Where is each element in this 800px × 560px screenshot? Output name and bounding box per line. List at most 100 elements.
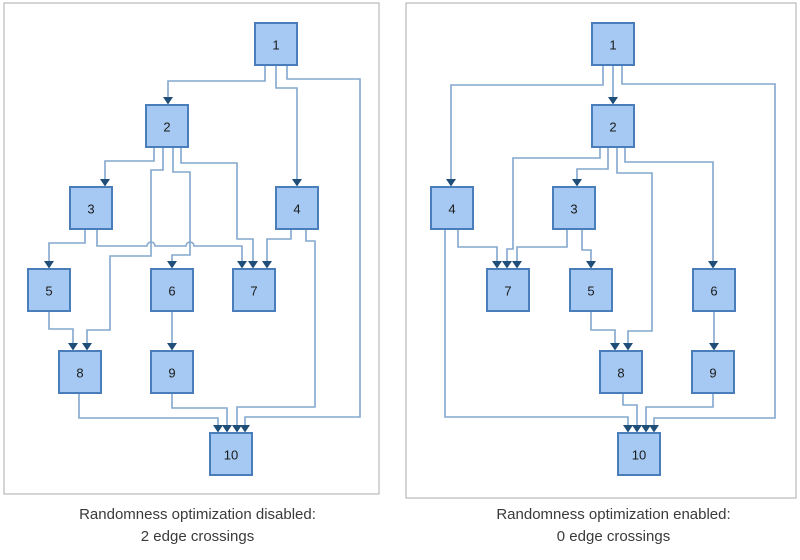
arrowhead-1-2: [163, 97, 173, 105]
arrowhead-2-7: [248, 261, 258, 269]
caption-enabled-line2: 0 edge crossings: [556, 528, 671, 545]
node-disabled-4[interactable]: 4: [275, 186, 319, 230]
node-disabled-6-box[interactable]: [150, 268, 194, 312]
arrowhead-2-6: [167, 261, 177, 269]
edge-2-6-line: [171, 147, 191, 262]
arrowhead-1-2: [608, 97, 618, 105]
arrowhead-2-7: [502, 261, 512, 269]
node-disabled-7[interactable]: 7: [232, 268, 276, 312]
node-disabled-3-label: 3: [87, 202, 94, 217]
edge-6-9: [709, 311, 719, 351]
arrowhead-1-10: [240, 425, 250, 433]
node-enabled-6-box[interactable]: [692, 268, 736, 312]
node-disabled-9[interactable]: 9: [150, 350, 194, 394]
edge-5-8-line: [48, 311, 74, 344]
node-enabled-4[interactable]: 4: [430, 186, 474, 230]
node-disabled-2-box[interactable]: [145, 104, 189, 148]
node-enabled-8[interactable]: 8: [599, 350, 643, 394]
edge-4-7-line: [457, 229, 498, 262]
edge-1-4: [446, 65, 604, 187]
node-enabled-9-box[interactable]: [691, 350, 735, 394]
arrowhead-4-10: [623, 425, 633, 433]
node-enabled-6[interactable]: 6: [692, 268, 736, 312]
edge-2-3-line: [104, 147, 155, 180]
node-disabled-4-box[interactable]: [275, 186, 319, 230]
edge-1-2: [163, 65, 266, 105]
node-disabled-5-label: 5: [45, 284, 52, 299]
node-disabled-1[interactable]: 1: [254, 22, 298, 66]
arrowhead-5-8: [610, 343, 620, 351]
edge-9-10: [171, 393, 232, 433]
node-enabled-8-box[interactable]: [599, 350, 643, 394]
caption-enabled-line1: Randomness optimization enabled:: [496, 506, 731, 523]
arrowhead-4-7: [262, 261, 272, 269]
edge-2-6-line: [624, 147, 714, 262]
node-disabled-10-box[interactable]: [209, 432, 253, 476]
edge-9-10-line: [645, 393, 714, 426]
node-disabled-3-box[interactable]: [69, 186, 113, 230]
node-enabled-3-label: 3: [570, 202, 577, 217]
arrowhead-2-3: [100, 179, 110, 187]
edge-1-4-line: [275, 65, 298, 180]
edge-1-10: [240, 65, 361, 433]
edge-2-8-line: [86, 147, 164, 344]
node-enabled-5[interactable]: 5: [569, 268, 613, 312]
edge-2-7: [502, 147, 601, 269]
node-disabled-9-label: 9: [168, 366, 175, 381]
node-enabled-10-box[interactable]: [617, 432, 661, 476]
node-disabled-5[interactable]: 5: [27, 268, 71, 312]
node-disabled-6-label: 6: [168, 284, 175, 299]
edge-4-10-line: [444, 229, 629, 426]
node-enabled-1-box[interactable]: [591, 22, 635, 66]
node-enabled-1[interactable]: 1: [591, 22, 635, 66]
arrowhead-3-5: [586, 261, 596, 269]
edge-1-10-line: [244, 65, 361, 426]
node-disabled-8[interactable]: 8: [58, 350, 102, 394]
node-enabled-2[interactable]: 2: [591, 104, 635, 148]
node-enabled-5-box[interactable]: [569, 268, 613, 312]
node-disabled-10[interactable]: 10: [209, 432, 253, 476]
node-enabled-7-box[interactable]: [486, 268, 530, 312]
node-enabled-9[interactable]: 9: [691, 350, 735, 394]
node-enabled-3[interactable]: 3: [552, 186, 596, 230]
edge-1-4: [275, 65, 302, 187]
edge-8-10: [622, 393, 642, 433]
node-enabled-3-box[interactable]: [552, 186, 596, 230]
edge-8-10: [78, 393, 223, 433]
node-disabled-8-box[interactable]: [58, 350, 102, 394]
node-disabled-6[interactable]: 6: [150, 268, 194, 312]
edge-4-7: [457, 229, 502, 269]
edge-3-7-line: [96, 229, 243, 262]
panel-disabled-frame: [3, 2, 380, 495]
edge-2-7-line: [180, 147, 254, 262]
arrowhead-3-5: [44, 261, 54, 269]
edge-2-3: [100, 147, 155, 187]
arrowhead-9-10: [641, 425, 651, 433]
arrowhead-1-4: [292, 179, 302, 187]
edge-3-5-line: [581, 229, 592, 262]
node-disabled-7-box[interactable]: [232, 268, 276, 312]
edge-2-8: [82, 147, 164, 351]
node-enabled-4-box[interactable]: [430, 186, 474, 230]
node-disabled-10-label: 10: [224, 448, 238, 463]
node-enabled-10[interactable]: 10: [617, 432, 661, 476]
node-disabled-9-box[interactable]: [150, 350, 194, 394]
edge-2-6: [167, 147, 191, 269]
node-disabled-1-box[interactable]: [254, 22, 298, 66]
arrowhead-2-8: [82, 343, 92, 351]
node-disabled-2[interactable]: 2: [145, 104, 189, 148]
edge-2-8-line: [616, 147, 653, 344]
edge-8-10-line: [78, 393, 219, 426]
edge-5-8: [48, 311, 78, 351]
node-enabled-2-box[interactable]: [591, 104, 635, 148]
edge-8-10-line: [622, 393, 638, 426]
arrowhead-4-7: [492, 261, 502, 269]
arrowhead-1-4: [446, 179, 456, 187]
node-enabled-7[interactable]: 7: [486, 268, 530, 312]
node-disabled-3[interactable]: 3: [69, 186, 113, 230]
arrowhead-2-6: [708, 261, 718, 269]
node-disabled-5-box[interactable]: [27, 268, 71, 312]
edge-6-9: [167, 311, 177, 351]
